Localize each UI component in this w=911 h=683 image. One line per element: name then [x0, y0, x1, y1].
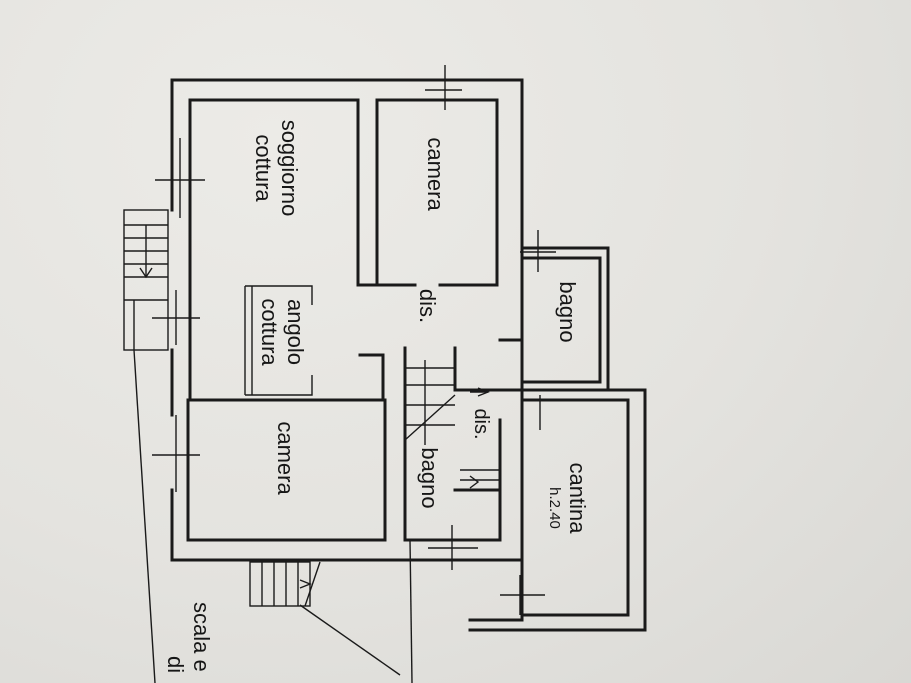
bottom-staircase: [249, 561, 321, 607]
label-soggiorno-cottura: cottura: [251, 134, 276, 202]
label-cantina: cantina: [565, 463, 590, 535]
label-angolo-cottura: cottura: [257, 298, 282, 366]
outer-walls: [170, 78, 647, 632]
window-marks: [152, 65, 556, 615]
label-angolo: angolo: [283, 299, 308, 365]
label-scale-line2: di: [163, 656, 188, 673]
label-soggiorno: soggiorno: [277, 120, 302, 217]
angolo-cottura-outline: [244, 285, 313, 396]
leader-lines: [133, 349, 413, 683]
label-dis-main: dis.: [415, 289, 440, 323]
label-cantina-height: h.2.40: [546, 487, 563, 529]
left-staircase: [123, 209, 169, 351]
label-dis-small: dis.: [470, 408, 492, 439]
interior-staircase: [404, 360, 500, 489]
label-bagno-right: bagno: [555, 281, 580, 342]
label-camera-top: camera: [423, 137, 448, 211]
label-scale-line1: scala e: [189, 602, 214, 672]
label-bagno-center: bagno: [417, 447, 442, 508]
label-camera-bottom: camera: [273, 421, 298, 495]
